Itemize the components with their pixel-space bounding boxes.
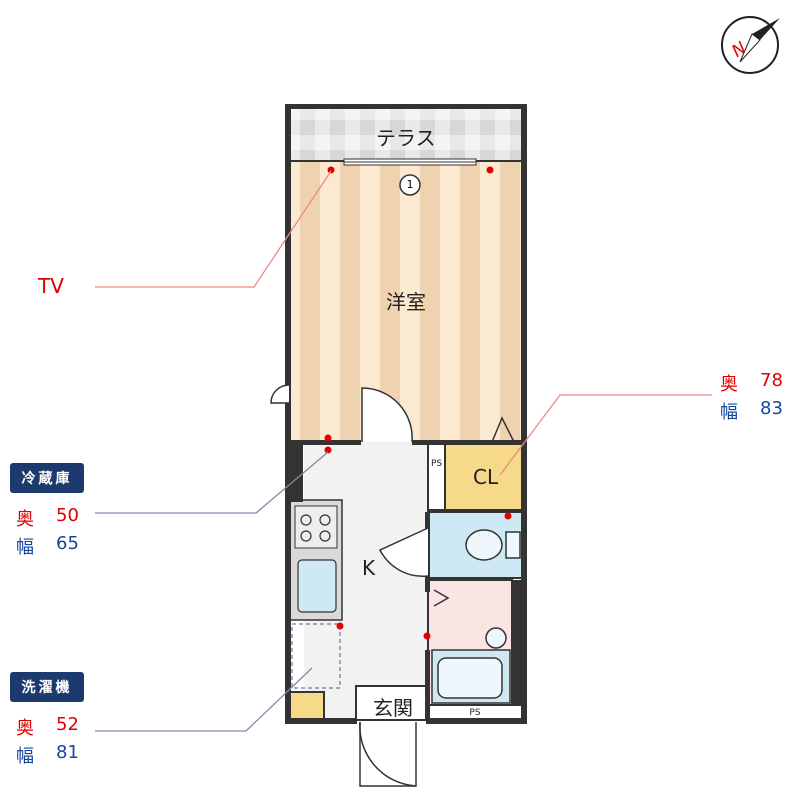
entrance-label: 玄関 (373, 696, 413, 720)
kitchen-label: K (362, 556, 376, 580)
washer-leader (95, 667, 313, 732)
stove (294, 505, 338, 549)
western-room-label: 洋室 (386, 290, 426, 314)
compass-icon (721, 16, 780, 74)
washer-space (291, 623, 341, 689)
washer-tag: 洗濯機 (10, 672, 84, 702)
closet-depth-label: 奥 (720, 374, 738, 395)
fridge-width-value: 65 (56, 533, 79, 554)
tv-label: TV (38, 274, 64, 298)
washer-depth-value: 52 (56, 714, 79, 735)
washer-width-value: 81 (56, 742, 79, 763)
fridge-depth-value: 50 (56, 505, 79, 526)
western-room (289, 162, 525, 442)
bathtub (437, 657, 503, 699)
ps-label-upper: PS (431, 459, 443, 469)
closet-width-value: 83 (760, 398, 783, 419)
fridge-depth-label: 奥 (16, 509, 34, 530)
entrance (355, 685, 429, 721)
entrance-door (359, 721, 417, 787)
shoe-box (289, 691, 325, 721)
bathroom (427, 579, 525, 706)
sink (297, 559, 337, 613)
toilet-room (427, 511, 526, 579)
window-marker (399, 174, 421, 196)
closet-label: CL (473, 465, 499, 489)
fridge-tag: 冷蔵庫 (10, 463, 84, 493)
bath-door (433, 589, 450, 607)
closet-door (491, 416, 515, 443)
washer-width-label: 幅 (16, 746, 34, 767)
terrace-window (343, 158, 477, 166)
fridge-width-label: 幅 (16, 537, 34, 558)
room-door (361, 387, 413, 443)
closet-leader (499, 394, 712, 476)
closet-width-label: 幅 (720, 402, 738, 423)
toilet-tank (505, 531, 521, 559)
fridge-leader (95, 451, 329, 514)
ps-label-lower: PS (469, 708, 481, 718)
kitchen-bath-door (378, 527, 429, 578)
tv-leader (95, 170, 332, 288)
kitchen-counter (288, 499, 343, 621)
terrace-label: テラス (376, 126, 436, 150)
pipe-space-upper (427, 441, 446, 511)
window-number: 1 (406, 178, 414, 191)
washer-depth-label: 奥 (16, 718, 34, 739)
toilet-bowl (465, 529, 503, 561)
basin (485, 627, 507, 649)
side-window (270, 384, 290, 404)
closet-depth-value: 78 (760, 370, 783, 391)
outlet-dots (324, 166, 512, 640)
